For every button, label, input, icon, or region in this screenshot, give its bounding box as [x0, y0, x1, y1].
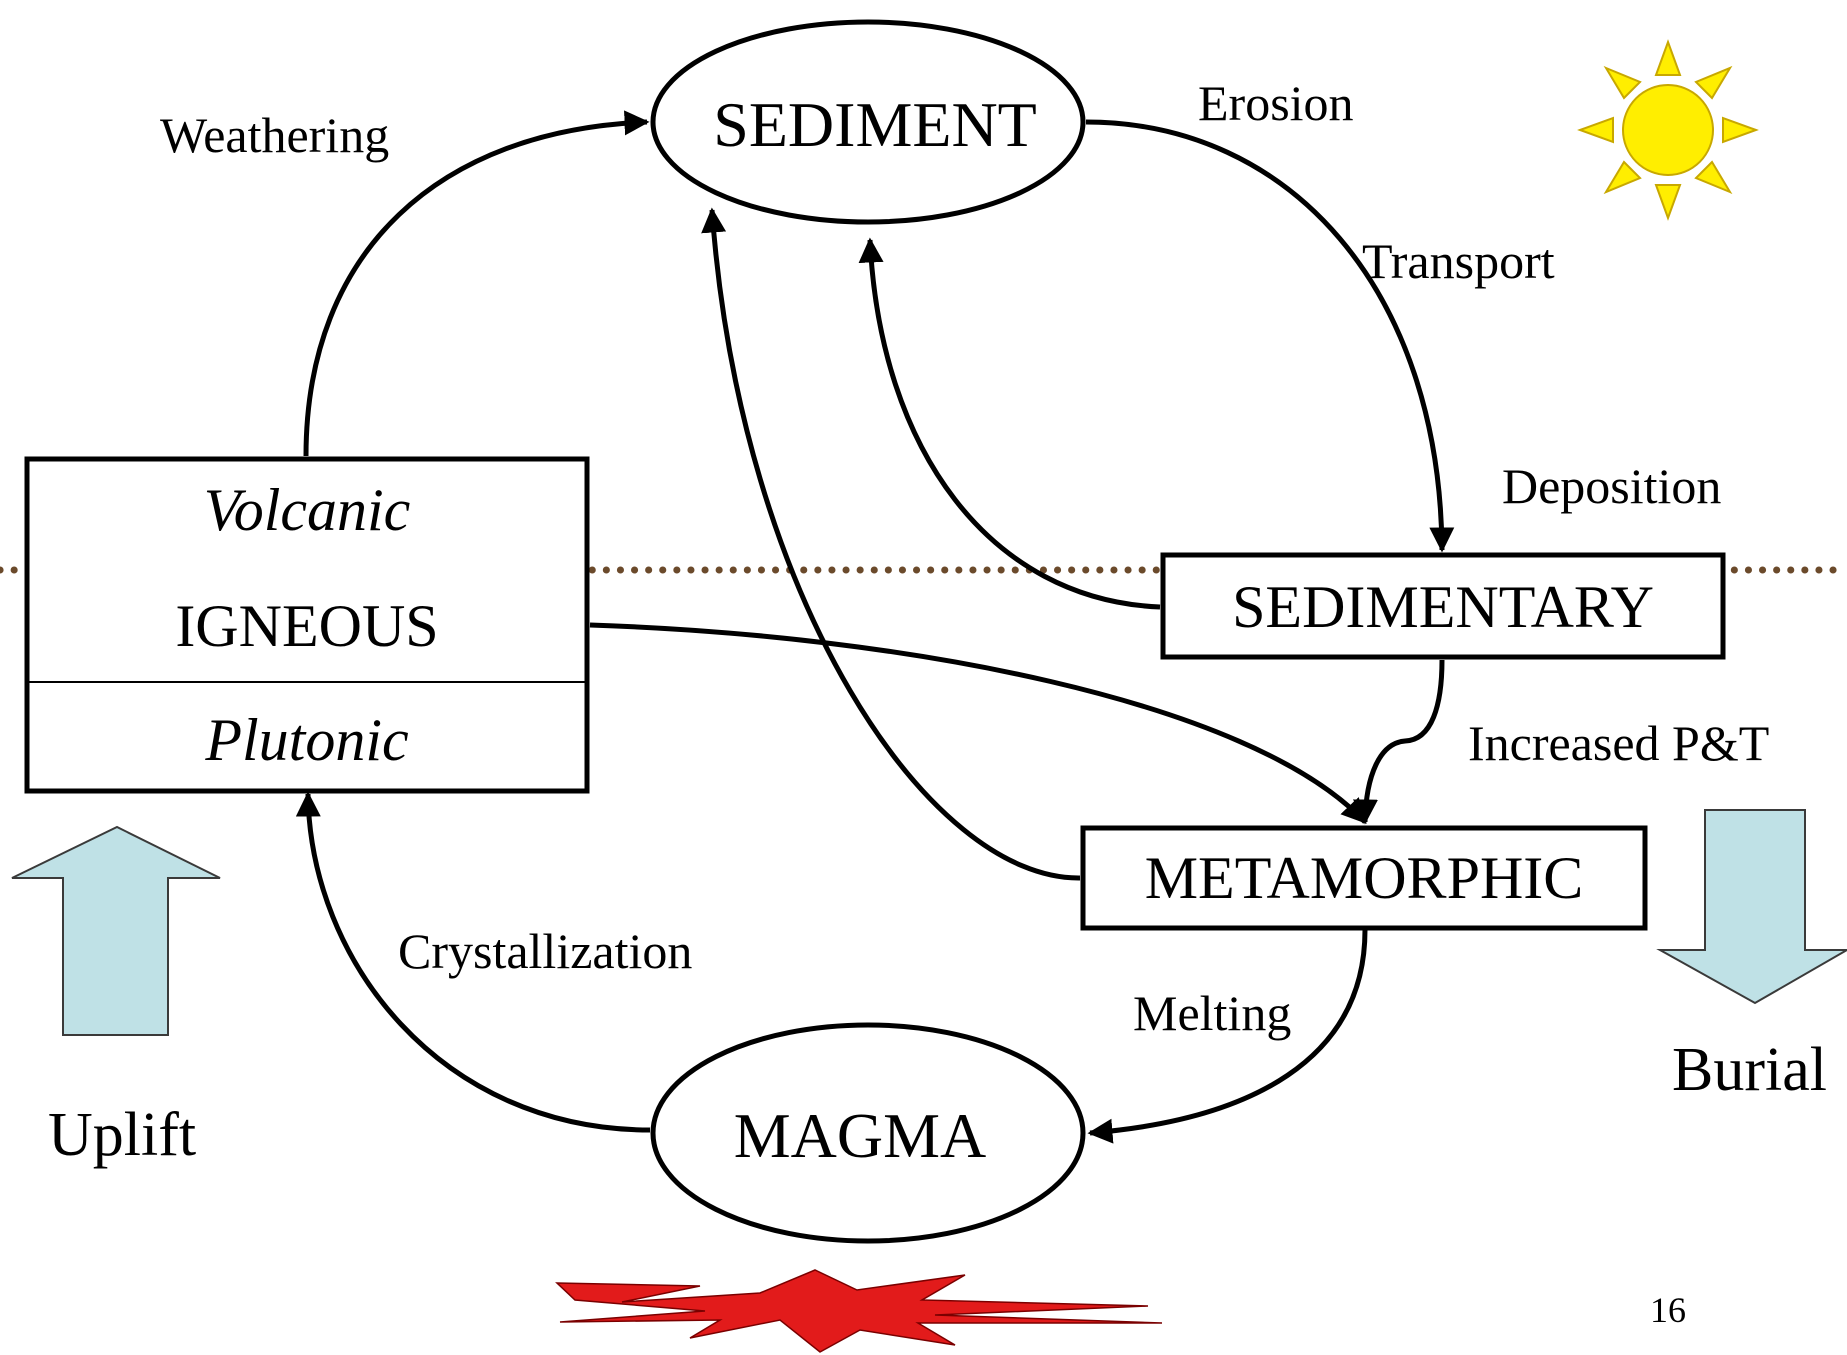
sedimentary-node — [1160, 552, 1726, 660]
erosion-label: Erosion — [1198, 75, 1354, 131]
metamorphic-label: METAMORPHIC — [1145, 845, 1584, 911]
plutonic-label: Plutonic — [204, 707, 408, 773]
crystallization-label: Crystallization — [398, 923, 692, 979]
arrow-up-icon — [11, 825, 221, 1036]
arrow-erosion-transport-deposition — [1085, 119, 1455, 553]
arrow-melting — [1087, 929, 1368, 1144]
arrow-weathering — [303, 110, 650, 457]
arrow-metamorphic-to-sediment — [701, 207, 1081, 881]
sediment-label: SEDIMENT — [713, 89, 1037, 160]
arrow-sedimentary-to-metamorphic — [1352, 659, 1445, 825]
magma-label: MAGMA — [734, 1100, 986, 1171]
transport-label: Transport — [1362, 233, 1555, 289]
heat-burst-icon — [555, 1269, 1163, 1353]
melting-label: Melting — [1133, 985, 1291, 1041]
sedimentary-label: SEDIMENTARY — [1232, 574, 1654, 640]
sun-icon — [1577, 39, 1759, 221]
arrow-sedimentary-to-sediment — [858, 237, 1161, 610]
page-number: 16 — [1650, 1290, 1686, 1330]
weathering-label: Weathering — [160, 107, 389, 163]
increased-pt-label: Increased P&T — [1468, 715, 1769, 771]
arrow-crystallization — [295, 791, 651, 1133]
arrow-igneous-to-metamorphic — [589, 622, 1367, 824]
metamorphic-node — [1080, 825, 1648, 931]
igneous-label: IGNEOUS — [175, 593, 438, 659]
burial-label: Burial — [1672, 1036, 1827, 1104]
igneous-node — [24, 456, 590, 794]
arrow-down-icon — [1656, 809, 1847, 1005]
magma-node — [650, 1022, 1086, 1244]
deposition-label: Deposition — [1502, 458, 1721, 514]
uplift-label: Uplift — [48, 1101, 196, 1169]
sediment-node — [650, 19, 1086, 225]
volcanic-label: Volcanic — [204, 477, 411, 543]
